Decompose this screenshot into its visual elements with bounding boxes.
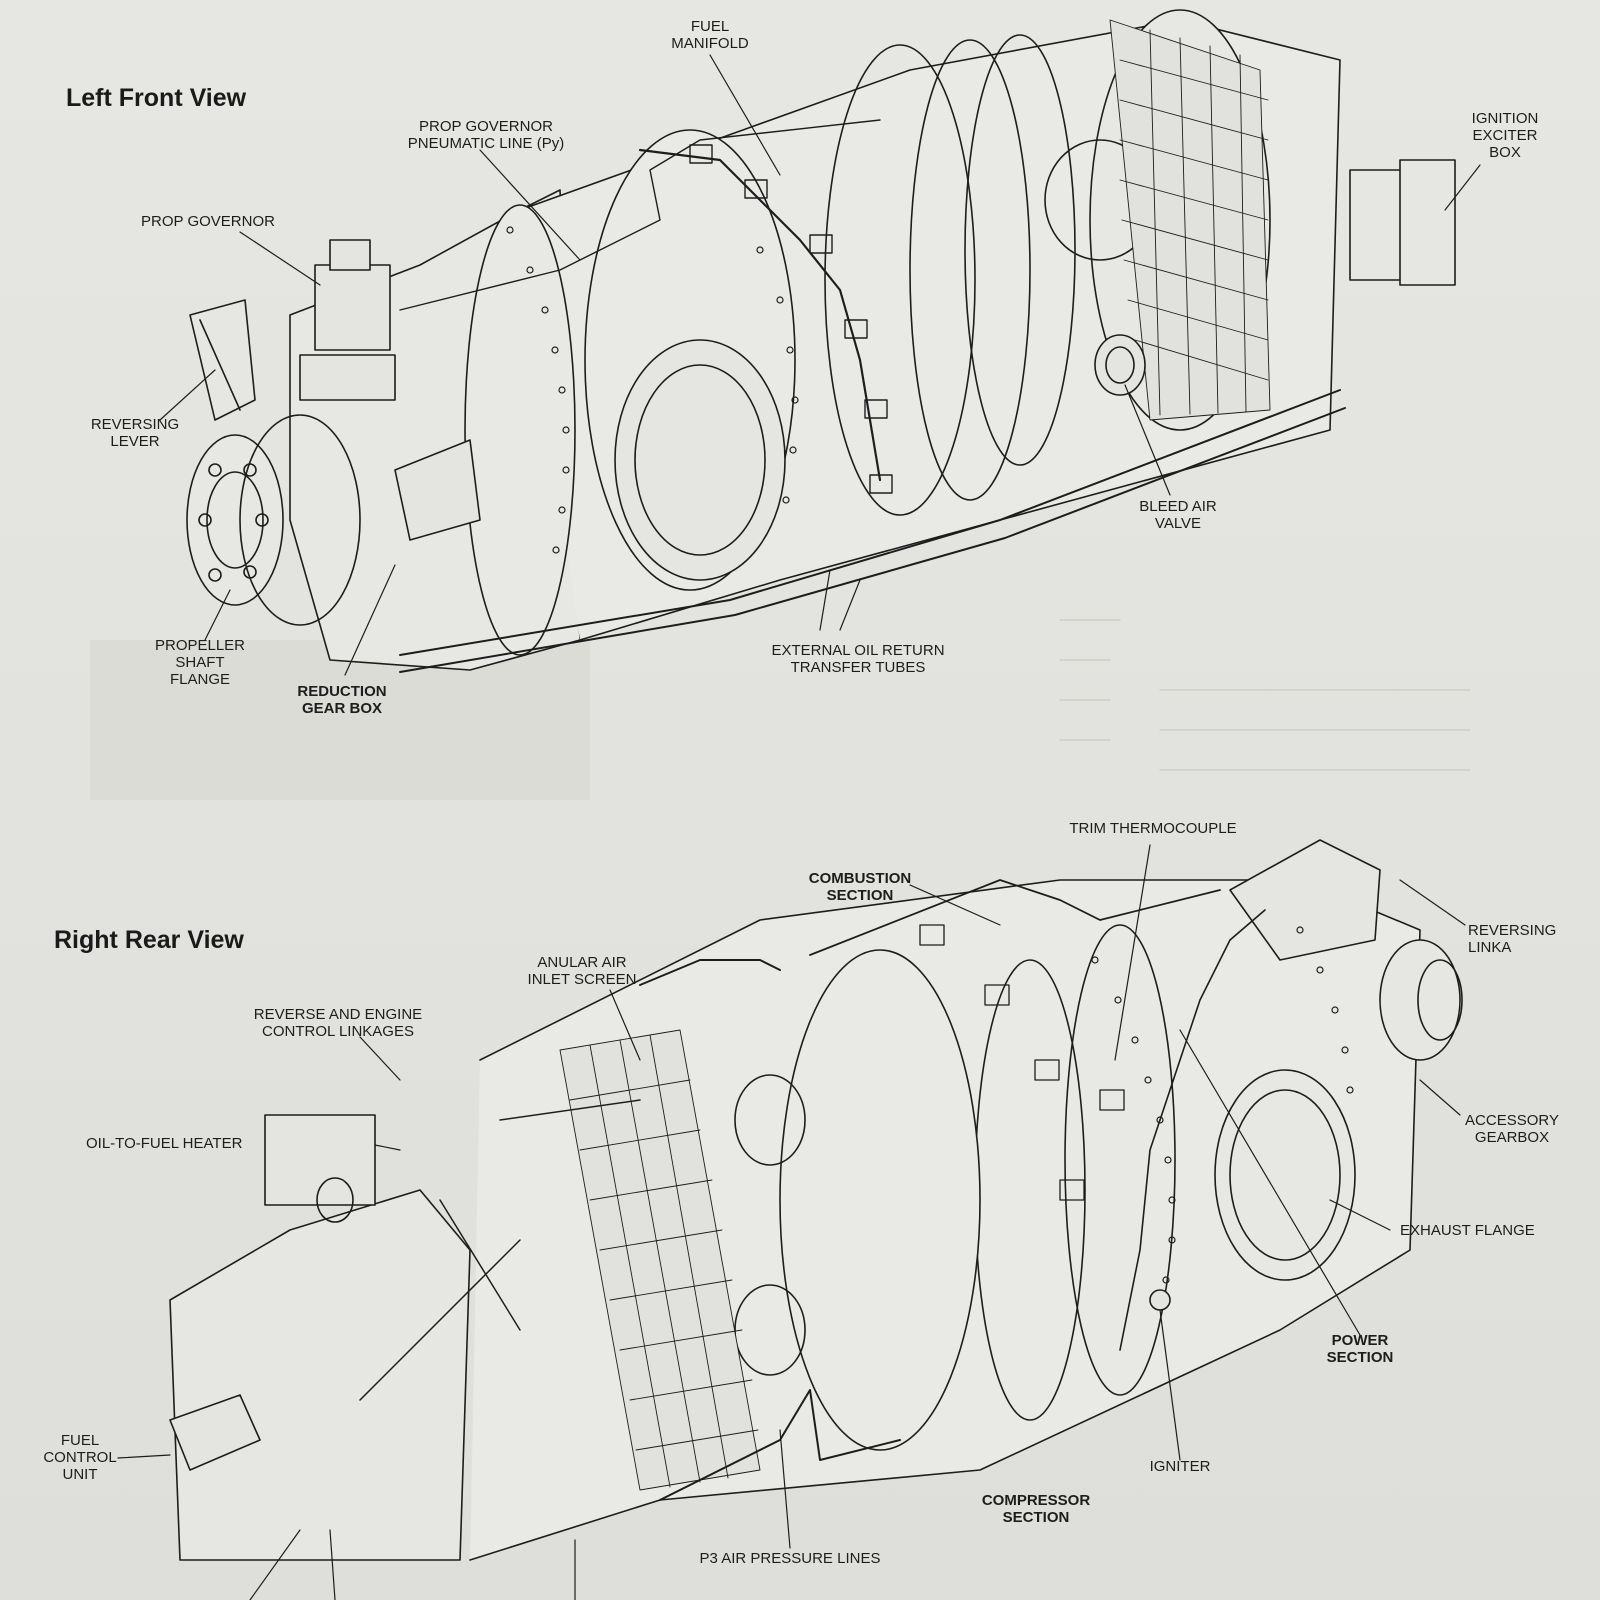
rear-flange-bolt-holes: [1092, 927, 1353, 1283]
label-p3-air-pressure-lines: P3 AIR PRESSURE LINES: [699, 1550, 881, 1567]
label-external-oil-return-transfer-tubes: EXTERNAL OIL RETURN TRANSFER TUBES: [771, 642, 945, 676]
label-trim-thermocouple: TRIM THERMOCOUPLE: [1069, 820, 1237, 837]
label-reversing-lever: REVERSING LEVER: [90, 416, 180, 450]
label-reduction-gear-box: REDUCTION GEAR BOX: [297, 683, 387, 717]
label-propeller-shaft-flange: PROPELLER SHAFT FLANGE: [154, 637, 246, 688]
left-front-engine-drawing: [187, 10, 1455, 672]
label-combustion-section: COMBUSTION SECTION: [808, 870, 912, 904]
label-reversing-linkage: REVERSING LINKA: [1468, 922, 1557, 956]
label-accessory-gearbox: ACCESSORY GEARBOX: [1465, 1112, 1559, 1146]
p3-air-lines: [660, 1390, 900, 1500]
right-rear-engine-drawing: [170, 840, 1462, 1560]
label-prop-governor-pneumatic-line: PROP GOVERNOR PNEUMATIC LINE (Py): [407, 118, 565, 152]
label-igniter: IGNITER: [1149, 1458, 1211, 1475]
rear-inlet-screen-mesh: [560, 1030, 760, 1490]
left-front-leader-lines: [160, 55, 1480, 675]
label-exhaust-flange: EXHAUST FLANGE: [1400, 1222, 1535, 1239]
label-anular-air-inlet-screen: ANULAR AIR INLET SCREEN: [527, 954, 637, 988]
label-compressor-section: COMPRESSOR SECTION: [981, 1492, 1091, 1526]
label-ignition-exciter-box: IGNITION EXCITER BOX: [1471, 110, 1539, 161]
label-fuel-control-unit: FUEL CONTROL UNIT: [43, 1432, 117, 1483]
label-reverse-and-engine-control-linkages: REVERSE AND ENGINE CONTROL LINKAGES: [253, 1006, 423, 1040]
left-front-view-title: Left Front View: [66, 84, 247, 112]
label-fuel-manifold: FUEL MANIFOLD: [671, 18, 749, 52]
label-prop-governor: PROP GOVERNOR: [141, 213, 275, 230]
label-power-section: POWER SECTION: [1326, 1332, 1394, 1366]
right-rear-view-title: Right Rear View: [54, 926, 244, 954]
bleed-through-texture: [90, 620, 1470, 800]
oil-return-tubes: [400, 390, 1340, 655]
label-bleed-air-valve: BLEED AIR VALVE: [1139, 498, 1217, 532]
inlet-screen-mesh: [1110, 20, 1270, 420]
right-rear-leader-lines: [118, 845, 1465, 1600]
label-oil-to-fuel-heater: OIL-TO-FUEL HEATER: [86, 1135, 243, 1152]
flange-bolt-holes: [507, 227, 798, 553]
